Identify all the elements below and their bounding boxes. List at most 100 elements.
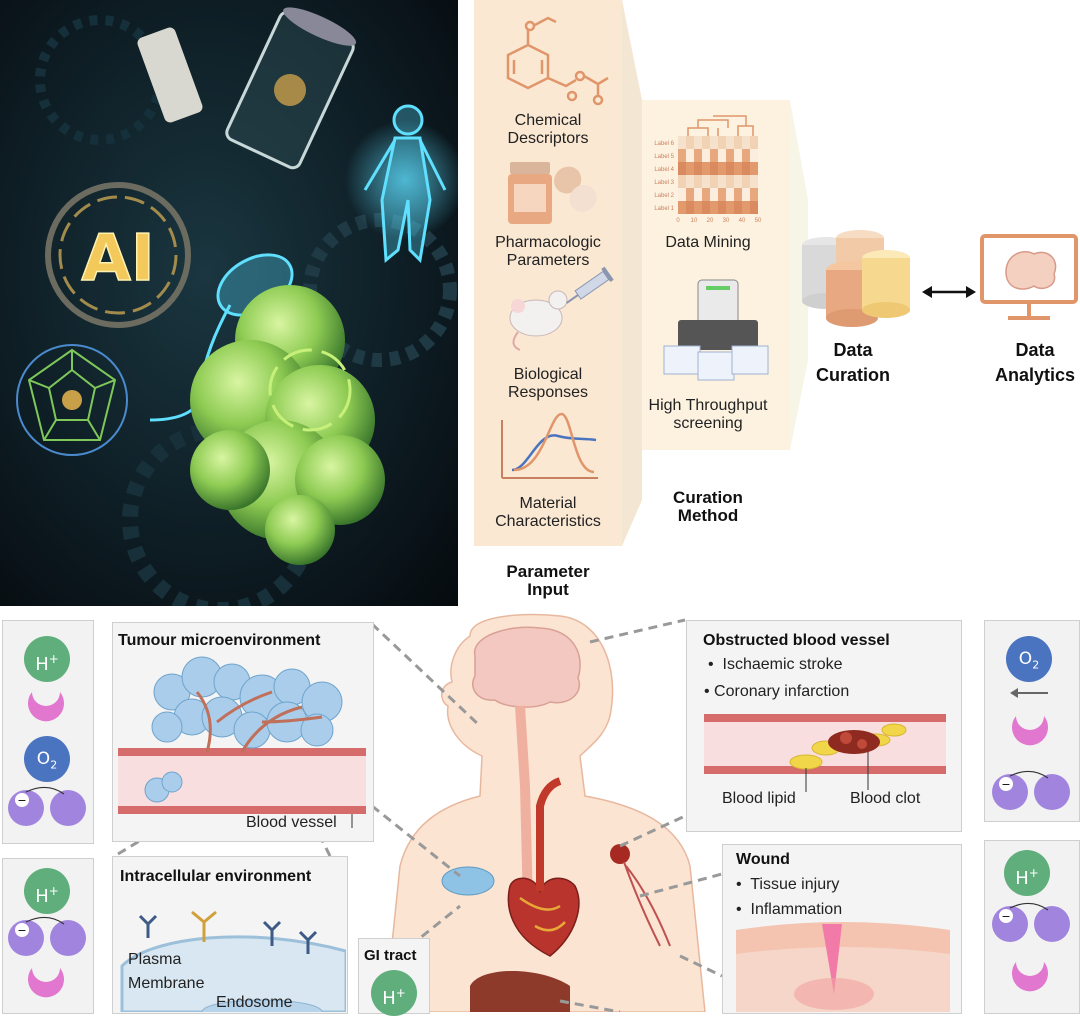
heatmap-cell xyxy=(678,175,686,188)
ai-hologram-text: AI xyxy=(81,222,154,296)
heatmap-cell xyxy=(742,136,750,149)
heatmap-cell xyxy=(678,136,686,149)
heatmap-cell xyxy=(694,175,702,188)
wound-bullet-2: • Inflammation xyxy=(736,901,843,918)
data-mining-label: Data Mining xyxy=(665,234,751,251)
heatmap-cell xyxy=(710,162,718,175)
heatmap-cell xyxy=(694,162,702,175)
heatmap-cell xyxy=(734,149,742,162)
heatmap-row-label: Label 6 xyxy=(654,141,674,147)
obstructed-bullet-1: • Ischaemic stroke xyxy=(708,656,843,673)
heatmap-x-tick: 0 xyxy=(676,218,680,224)
tumour-title: Tumour microenvironment xyxy=(118,632,321,649)
heatmap-cell xyxy=(702,162,710,175)
obstructed-bullet-2: • Coronary infarction xyxy=(704,683,850,700)
electron-transfer-icon: − xyxy=(990,770,1074,812)
heatmap-row-label: Label 5 xyxy=(654,154,674,160)
wound-bullet-1: • Tissue injury xyxy=(736,876,840,893)
heatmap-cell xyxy=(750,162,758,175)
heatmap-cell xyxy=(726,149,734,162)
h-plus-icon: H+ xyxy=(1004,850,1050,896)
heatmap-cell xyxy=(718,201,726,214)
heatmap-cell xyxy=(710,136,718,149)
heatmap-cell xyxy=(686,136,694,149)
ai-artwork-image: AI xyxy=(0,0,458,606)
heatmap-cell xyxy=(734,162,742,175)
heatmap-cell xyxy=(710,188,718,201)
electron-transfer-icon: − xyxy=(990,902,1074,944)
heatmap-row-label: Label 3 xyxy=(654,180,674,186)
heatmap-cell xyxy=(734,188,742,201)
svg-text:−: − xyxy=(17,924,26,937)
heatmap-cell xyxy=(702,149,710,162)
electron-transfer-icon: − xyxy=(6,916,90,958)
heatmap-cell xyxy=(726,175,734,188)
heatmap-cell xyxy=(726,188,734,201)
heatmap-x-tick: 40 xyxy=(739,218,746,224)
heatmap-cell xyxy=(694,188,702,201)
heatmap-cell xyxy=(742,201,750,214)
obstructed-vessel-title: Obstructed blood vessel xyxy=(703,632,890,649)
heatmap-cell xyxy=(718,149,726,162)
heatmap-row-label: Label 2 xyxy=(654,193,674,199)
blood-lipid-label: Blood lipid xyxy=(722,790,796,807)
heatmap-cell xyxy=(742,149,750,162)
heatmap-cell xyxy=(750,136,758,149)
endosome-label: Endosome xyxy=(216,994,293,1011)
heatmap-cell xyxy=(686,201,694,214)
heatmap-cell xyxy=(694,149,702,162)
heatmap-cell xyxy=(710,149,718,162)
heatmap-cell xyxy=(678,188,686,201)
electron-transfer-icon: − xyxy=(6,786,90,828)
heatmap-cell xyxy=(694,136,702,149)
heatmap-cell xyxy=(750,201,758,214)
heatmap-cell xyxy=(742,162,750,175)
heatmap-cell xyxy=(718,136,726,149)
heatmap-cell xyxy=(702,136,710,149)
binding-site-icon xyxy=(1008,710,1052,754)
svg-text:−: − xyxy=(1001,778,1010,791)
heatmap-cell xyxy=(686,149,694,162)
heatmap-row-label: Label 4 xyxy=(654,167,674,173)
blood-vessel-label: Blood vessel xyxy=(246,814,337,831)
heatmap-cell xyxy=(710,201,718,214)
heatmap-cell xyxy=(718,162,726,175)
oxygen-icon: O2 xyxy=(24,736,70,782)
gi-tract-title: GI tract xyxy=(364,947,417,964)
intracellular-title: Intracellular environment xyxy=(120,868,312,885)
blood-clot-label: Blood clot xyxy=(850,790,921,807)
oxygen-icon: O2 xyxy=(1006,636,1052,682)
heatmap-cell xyxy=(686,175,694,188)
heatmap-cell xyxy=(726,136,734,149)
heatmap-cell xyxy=(742,188,750,201)
h-plus-icon: H+ xyxy=(24,868,70,914)
heatmap-cell xyxy=(678,162,686,175)
heatmap-cell xyxy=(678,201,686,214)
heatmap-cell xyxy=(694,201,702,214)
heatmap-cell xyxy=(702,201,710,214)
heatmap-cell xyxy=(718,188,726,201)
microenvironment-diagram: Tumour microenvironment Blood vessel Int… xyxy=(0,606,1080,1016)
arrow-left-icon xyxy=(1010,686,1050,698)
heatmap-cell xyxy=(686,162,694,175)
heatmap-cell xyxy=(726,201,734,214)
heatmap-cell xyxy=(718,175,726,188)
svg-text:−: − xyxy=(1001,910,1010,923)
binding-site-icon xyxy=(24,686,68,730)
heatmap-x-tick: 20 xyxy=(707,218,714,224)
heatmap-cell xyxy=(678,149,686,162)
wound-title: Wound xyxy=(736,851,790,868)
heatmap-cell xyxy=(750,175,758,188)
heatmap-cell xyxy=(686,188,694,201)
